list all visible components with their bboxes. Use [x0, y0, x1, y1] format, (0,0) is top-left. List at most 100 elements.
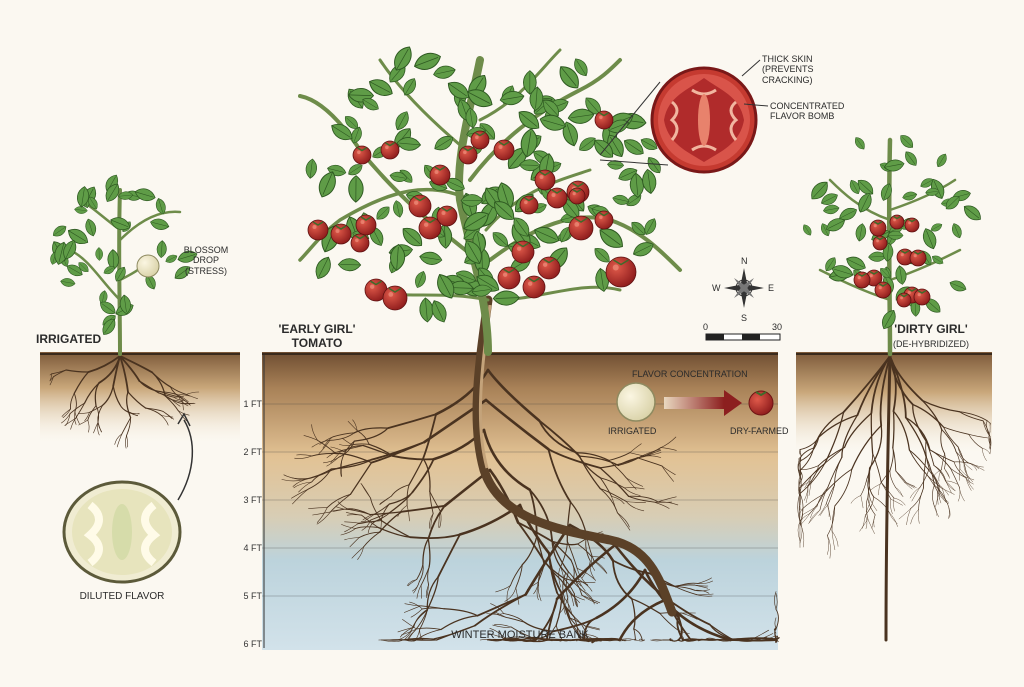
leaf: [390, 243, 406, 271]
root-branch: [561, 592, 572, 625]
root-branch: [335, 452, 373, 464]
root-branch: [566, 501, 572, 542]
root-branch: [409, 601, 423, 610]
leaf: [318, 171, 336, 198]
root-branch: [659, 612, 677, 630]
compass-east: E: [768, 283, 775, 293]
leaf: [858, 192, 872, 213]
root-branch: [169, 386, 187, 395]
root-branch: [834, 468, 853, 507]
dirty-girl-subtitle: (DE-HYBRIDIZED): [893, 339, 969, 349]
root-branch: [650, 639, 664, 642]
root-branch: [418, 563, 424, 583]
root-branch: [930, 472, 939, 493]
root-branch: [344, 537, 360, 541]
root-branch: [912, 403, 945, 428]
root-branch: [890, 498, 903, 506]
root-branch: [413, 581, 420, 594]
root-branch: [641, 449, 661, 457]
root-branch: [843, 412, 873, 448]
root-branch: [873, 514, 876, 528]
root-branch: [696, 593, 714, 596]
leaf: [103, 266, 115, 275]
root-branch: [326, 456, 340, 467]
root-branch: [583, 616, 598, 641]
leaf: [612, 194, 630, 205]
root-branch: [581, 581, 596, 583]
root-branch: [298, 481, 313, 493]
root-branch: [807, 465, 819, 487]
root-branch: [369, 511, 403, 516]
root-branch: [799, 470, 802, 475]
root-branch: [510, 564, 523, 586]
root-branch: [177, 394, 191, 397]
root-branch: [910, 509, 919, 525]
root-branch: [562, 577, 583, 583]
tomato-fruit: [307, 219, 329, 241]
tomato-fruit: [352, 145, 372, 165]
root-branch: [308, 507, 328, 509]
root-branch: [799, 521, 803, 544]
root-branch: [177, 410, 190, 416]
root-branch: [569, 617, 587, 628]
root-branch: [957, 446, 969, 463]
root-branch: [599, 488, 627, 502]
root-branch: [353, 427, 389, 442]
leaf: [463, 211, 489, 231]
root-branch: [694, 589, 710, 594]
root-branch: [505, 638, 535, 640]
root-branch: [879, 355, 891, 427]
root-branch: [941, 453, 946, 470]
root-branch: [430, 513, 434, 530]
leaf: [640, 138, 658, 150]
root-branch: [918, 487, 924, 510]
leaf: [95, 247, 103, 261]
leaf: [471, 284, 493, 297]
flavor-callout-line-2: FLAVOR BOMB: [770, 111, 835, 122]
leaf: [105, 183, 120, 202]
root-branch: [921, 399, 961, 413]
stem-branch: [468, 58, 622, 182]
root-branch: [987, 431, 991, 439]
root-branch: [422, 538, 429, 565]
root-branch: [827, 535, 829, 555]
tomato-fruit: [909, 249, 927, 267]
compass-north: N: [741, 256, 748, 266]
leaf: [857, 179, 874, 195]
root-branch: [959, 487, 965, 502]
root-branch: [577, 543, 593, 558]
root-branch: [925, 440, 935, 466]
root-branch: [599, 467, 630, 497]
root-branch: [551, 539, 567, 574]
root-branch: [330, 508, 349, 512]
root-branch: [571, 593, 578, 607]
root-branch: [503, 613, 525, 623]
root-branch: [799, 436, 820, 462]
root-branch: [53, 369, 67, 378]
root-branch: [493, 624, 512, 628]
root-branch: [62, 408, 71, 419]
root-branch: [316, 511, 331, 525]
root-branch: [860, 478, 868, 496]
winter-moisture-bank-label: WINTER MOISTURE BANK: [451, 629, 589, 641]
tomato-fruit: [896, 292, 912, 308]
tomato-fruit: [546, 187, 568, 209]
root-branch: [808, 509, 821, 523]
root-branch: [798, 504, 801, 513]
root-branch: [158, 392, 173, 401]
root-branch: [397, 505, 408, 517]
stem-branch: [828, 178, 892, 222]
root-branch: [578, 455, 601, 490]
pale-tomato-cross-section-icon: [62, 480, 182, 584]
leaf: [155, 198, 166, 215]
root-branch: [97, 422, 100, 436]
root-branch: [581, 594, 601, 604]
thick-skin-callout: THICK SKIN (PREVENTS CRACKING): [762, 54, 842, 85]
leaf: [925, 187, 940, 196]
center-root-system: [281, 368, 780, 644]
root-branch: [486, 368, 541, 422]
center-taproot: [472, 295, 677, 617]
root-branch: [946, 502, 951, 518]
root-branch: [608, 452, 631, 461]
root-branch: [921, 399, 943, 431]
